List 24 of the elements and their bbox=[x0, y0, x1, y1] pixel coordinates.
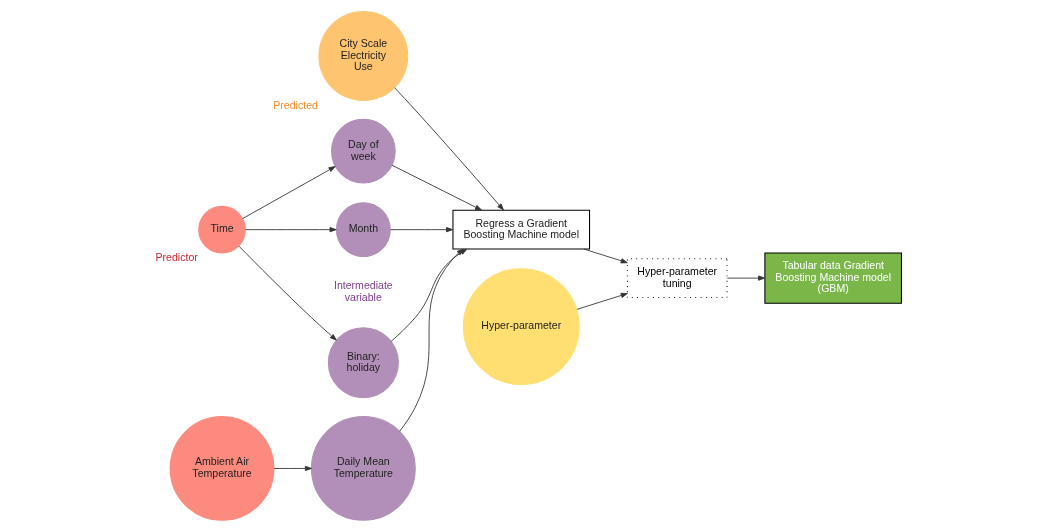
node-label: Predictor bbox=[155, 251, 198, 264]
arrow bbox=[273, 465, 312, 472]
arrow bbox=[390, 227, 454, 233]
arrow bbox=[583, 248, 628, 264]
arrow bbox=[726, 275, 766, 281]
node-circle: Day of week bbox=[331, 118, 396, 184]
node-box: Hyper-parameter tuning bbox=[626, 258, 728, 299]
node-circle: City Scale Electricity Use bbox=[318, 11, 409, 101]
arrow bbox=[238, 245, 337, 341]
node-circle: Daily Mean Temperature bbox=[310, 416, 416, 521]
arrow bbox=[245, 227, 337, 233]
node-circle: Time bbox=[198, 205, 246, 254]
node-label: Predicted bbox=[273, 98, 318, 111]
node-circle: Month bbox=[335, 202, 391, 258]
arrow bbox=[242, 166, 336, 220]
node-box: Tabular data Gradient Boosting Machine model (GBM) bbox=[764, 252, 902, 304]
label: Intermediate variable bbox=[333, 279, 393, 303]
node-circle: Hyper-parameter bbox=[462, 268, 580, 386]
arrow bbox=[391, 164, 482, 211]
arrow bbox=[399, 248, 464, 432]
node-box: Regress a Gradient Boosting Machine model bbox=[452, 209, 591, 250]
arrow bbox=[394, 87, 504, 211]
arrow bbox=[576, 292, 628, 310]
node-circle: Ambient Air Temperature bbox=[169, 416, 275, 521]
